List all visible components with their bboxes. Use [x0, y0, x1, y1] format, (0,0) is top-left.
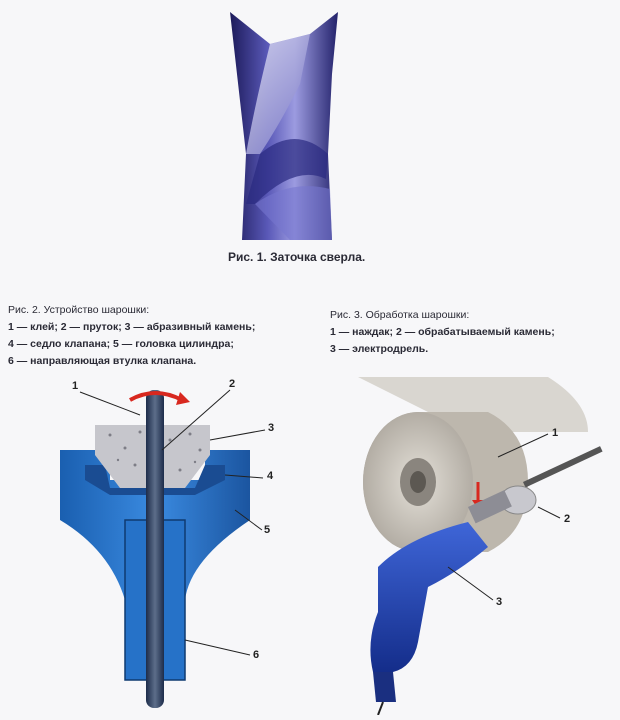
lapping-tool-illustration: [60, 389, 266, 708]
figure-3-legend-line: 3 — электродрель.: [330, 343, 429, 355]
drill-flute: [246, 34, 310, 154]
figure-2-legend-line: 1 — клей; 2 — пруток; 3 — абразивный кам…: [8, 321, 256, 333]
figure-1-caption: Рис. 1. Заточка сверла.: [228, 250, 366, 264]
grinder-housing: [358, 377, 588, 432]
fig2-label: 6: [253, 649, 260, 661]
fig2-label: 1: [72, 380, 79, 392]
fig2-label: 5: [264, 524, 271, 536]
fig2-label: 4: [267, 470, 274, 482]
fig3-label: 3: [496, 596, 503, 608]
figure-2-legend-line: 4 — седло клапана; 5 — головка цилиндра;: [8, 338, 234, 350]
rod: [146, 390, 164, 708]
fig3-label: 1: [552, 427, 559, 439]
figure-2-legend-line: 6 — направляющая втулка клапана.: [8, 355, 197, 367]
fig2-label: 3: [268, 422, 275, 434]
rotation-arrow-icon: [129, 391, 183, 402]
fig2-label: 2: [229, 378, 236, 390]
figure-3-caption: Рис. 3. Обработка шарошки:: [330, 309, 470, 321]
drill-bit-illustration: [230, 12, 338, 240]
rod-extension: [523, 446, 603, 488]
electric-drill: [370, 522, 488, 672]
figure-3-legend-line: 1 — наждак; 2 — обрабатываемый камень;: [330, 326, 555, 338]
fig3-label: 2: [564, 513, 571, 525]
figure-3-legend: Рис. 3. Обработка шарошки: 1 — наждак; 2…: [330, 307, 555, 358]
figure-2-legend: Рис. 2. Устройство шарошки: 1 — клей; 2 …: [8, 302, 255, 370]
figure-2-caption: Рис. 2. Устройство шарошки:: [8, 304, 150, 316]
grinder-drill-illustration: [358, 377, 603, 715]
